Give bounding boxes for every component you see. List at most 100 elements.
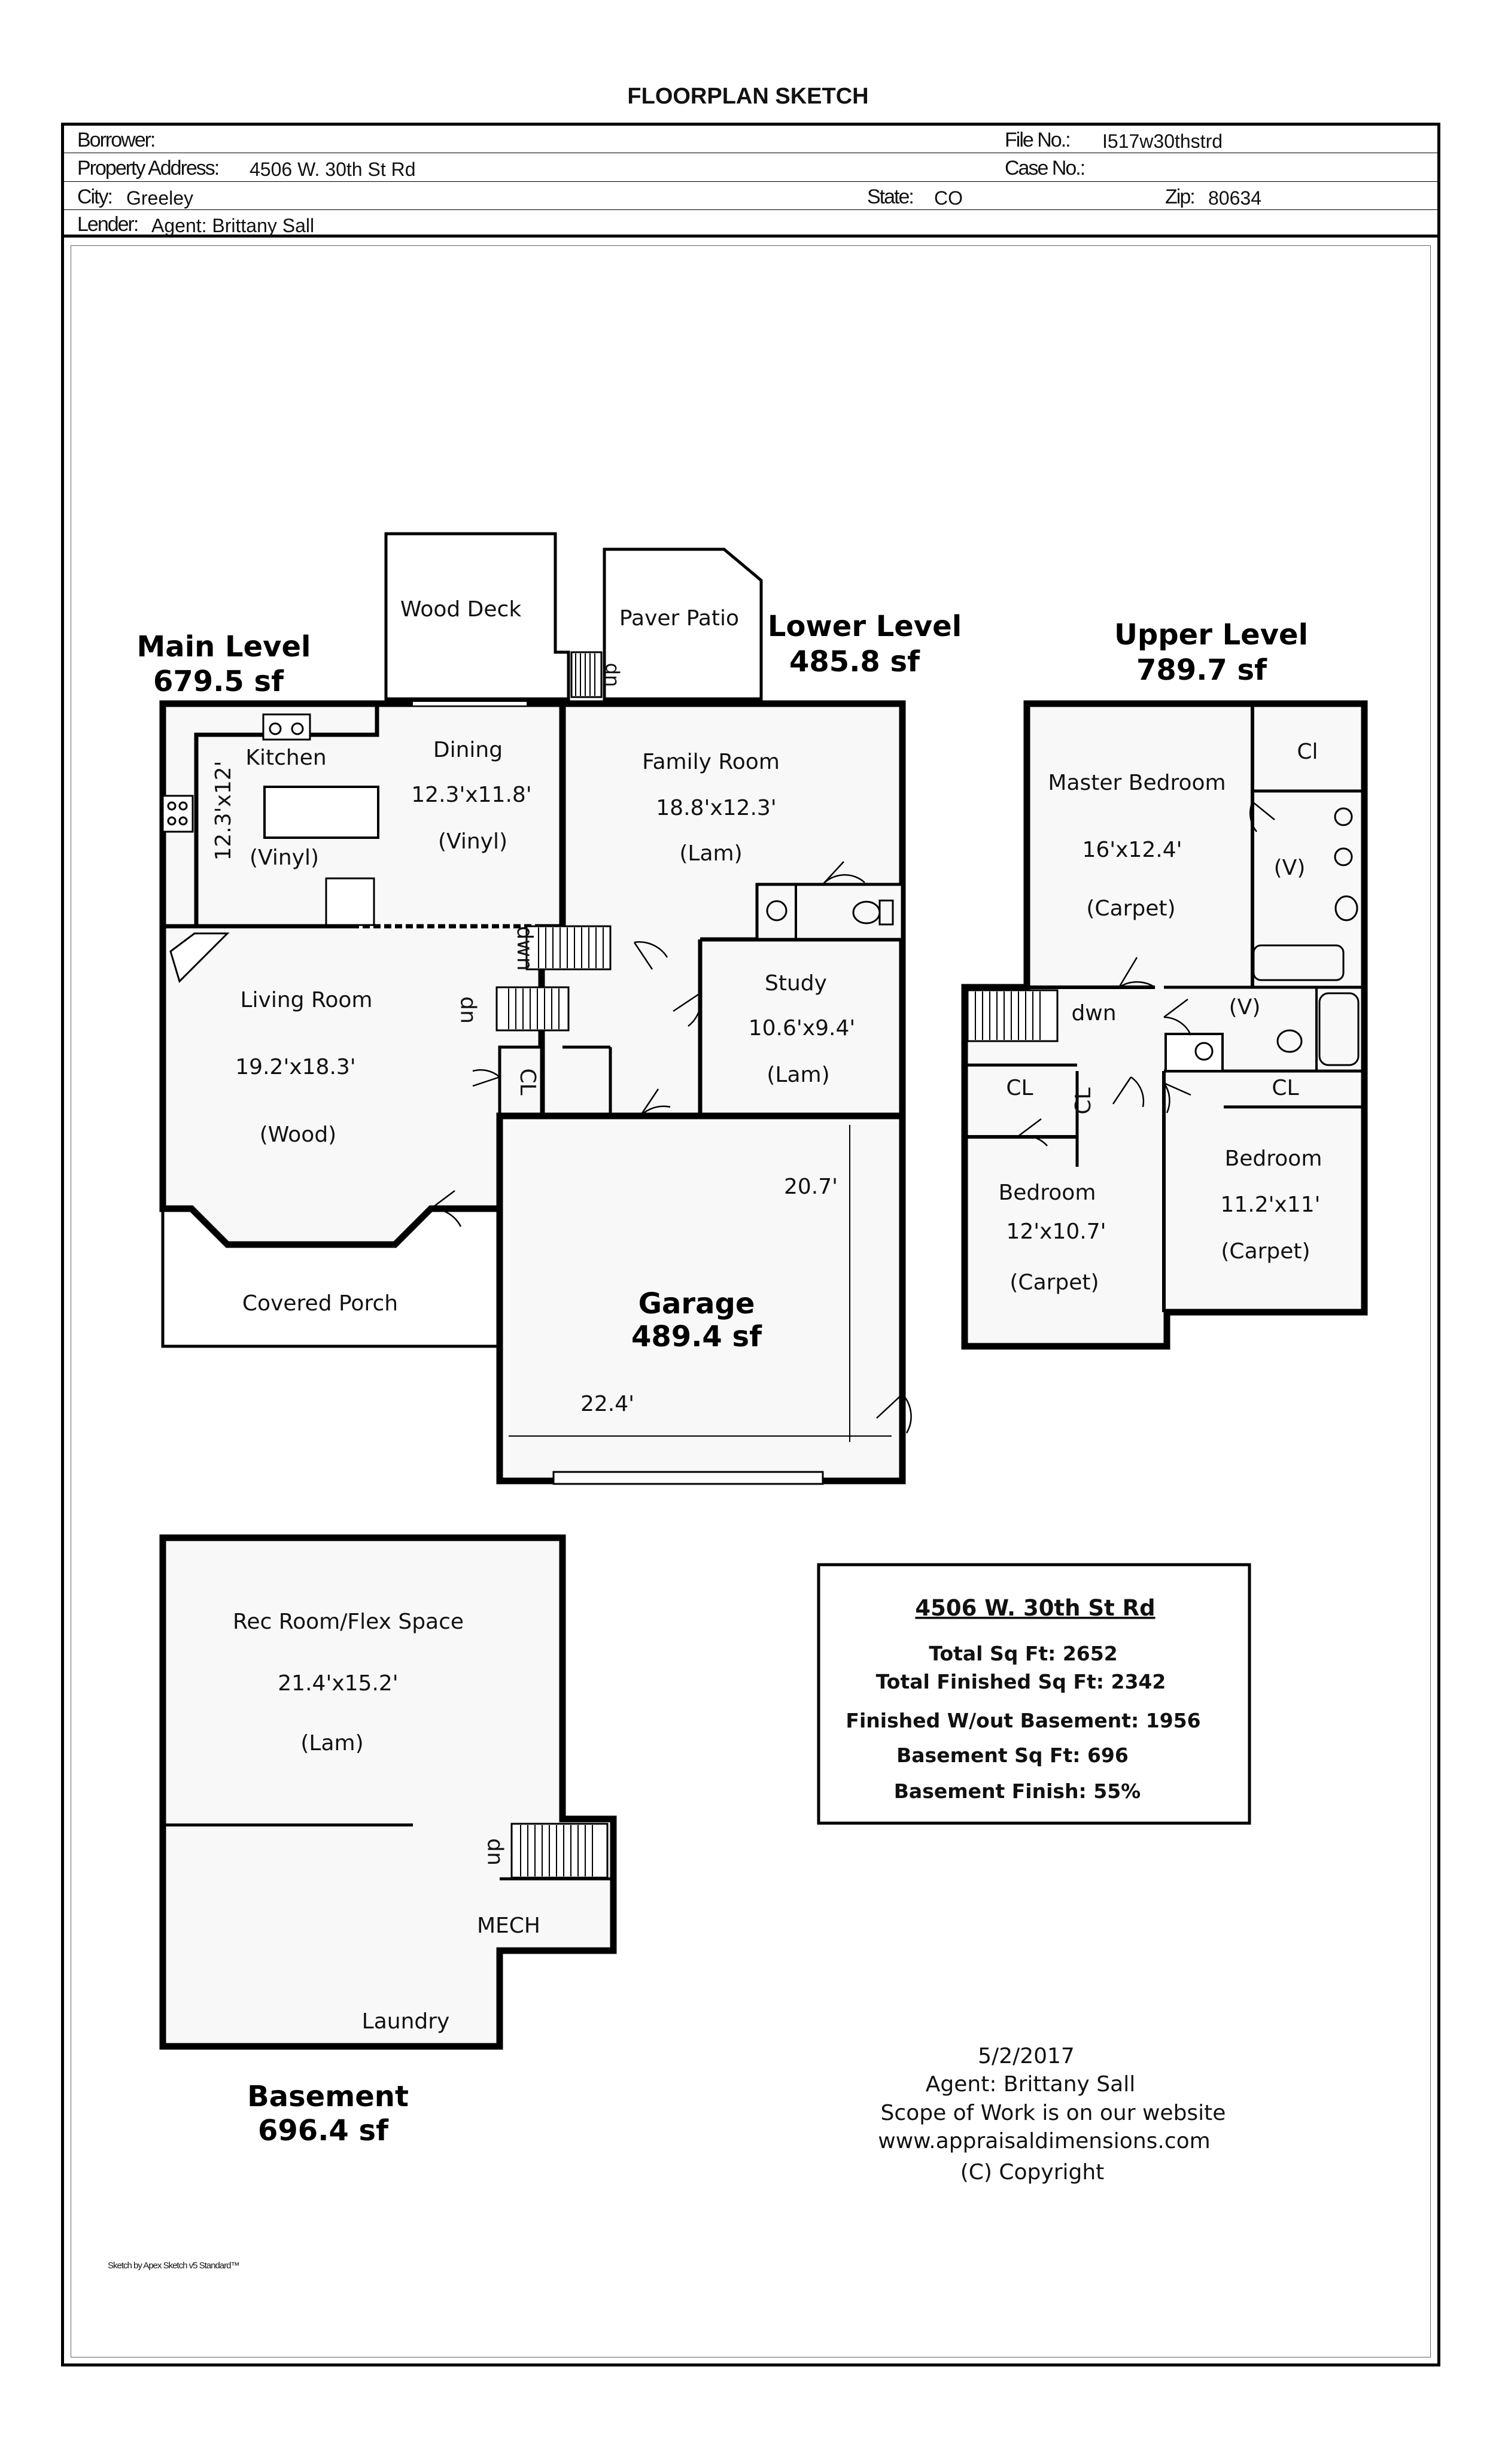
sketch-inner-frame: [71, 245, 1431, 2357]
rec-name: Rec Room/Flex Space: [233, 1610, 464, 1634]
basement-outline: [159, 1534, 617, 2050]
wood-deck: [384, 532, 570, 701]
study-dim: 10.6'x9.4': [749, 1016, 856, 1041]
header-divider: [64, 181, 1437, 182]
burner: [178, 816, 188, 826]
bedroom2-closet-label: CL: [1006, 1076, 1033, 1100]
paver-patio-label: Paver Patio: [619, 606, 739, 631]
master-tub: [1252, 944, 1345, 981]
borrower-label: Borrower:: [77, 129, 156, 151]
stairs-up: [495, 986, 570, 1032]
state-label: State:: [867, 185, 914, 208]
lower-level-name: Lower Level: [768, 610, 962, 643]
file-value: I517w30thstrd: [1102, 130, 1223, 152]
kitchen-dim: 12.3'x12': [211, 761, 236, 860]
family-name: Family Room: [642, 750, 780, 774]
fireplace: [169, 932, 230, 983]
city-value: Greeley: [126, 187, 194, 209]
laundry-label: Laundry: [362, 2009, 450, 2034]
stairs-dwn-label: dwn: [512, 926, 537, 971]
address-value: 4506 W. 30th St Rd: [250, 159, 416, 180]
kitchen-floor: (Vinyl): [250, 845, 319, 870]
garage-width-label: 22.4': [580, 1392, 634, 1416]
bedroom3-name: Bedroom: [1225, 1146, 1322, 1171]
rec-floor: (Lam): [300, 1731, 363, 1756]
dining-floor: (Vinyl): [438, 829, 507, 854]
half-bath: [755, 883, 904, 941]
stove: [162, 795, 194, 833]
hall-vanity: [1164, 1033, 1224, 1072]
living-dim: 19.2'x18.3': [235, 1055, 355, 1079]
upper-door-swings: [1017, 801, 1275, 1146]
dining-name: Dining: [433, 738, 503, 762]
toilet-tank: [878, 899, 894, 926]
main-level-name: Main Level: [137, 630, 311, 664]
family-dim: 18.8'x12.3': [656, 796, 776, 820]
hall-vanity-label: (V): [1229, 995, 1261, 1020]
family-floor: (Lam): [679, 841, 742, 866]
city-label: City:: [77, 185, 113, 208]
hall-tub: [1318, 992, 1360, 1066]
master-name: Master Bedroom: [1048, 771, 1226, 795]
lender-value: Agent: Brittany Sall: [151, 215, 315, 236]
kitchen-name: Kitchen: [245, 746, 326, 770]
property-header: Borrower: File No.: I517w30thstrd Proper…: [61, 123, 1440, 238]
basement-stair-treads: [520, 1825, 593, 1876]
summary-basement: Basement Sq Ft: 696: [896, 1744, 1129, 1767]
main-level-area: 679.5 sf: [153, 665, 284, 698]
file-label: File No.:: [1005, 129, 1071, 151]
software-credit: Sketch by Apex Sketch v5 Standard™: [108, 2261, 239, 2271]
basement-name: Basement: [247, 2080, 409, 2113]
master-sink: [1334, 847, 1353, 866]
summary-wo-basement: Finished W/out Basement: 1956: [846, 1709, 1200, 1732]
bath-sink: [766, 900, 787, 921]
upper-level-area: 789.7 sf: [1136, 653, 1267, 687]
summary-basement-finish: Basement Finish: 55%: [894, 1779, 1141, 1803]
master-floor: (Carpet): [1086, 896, 1175, 921]
study-name: Study: [765, 971, 827, 996]
burner: [178, 801, 188, 811]
summary-total: Total Sq Ft: 2652: [929, 1642, 1117, 1665]
upper-stair-treads: [975, 991, 1041, 1040]
upper-stairs: [966, 989, 1059, 1042]
zip-value: 80634: [1208, 187, 1261, 209]
refrigerator: [325, 877, 375, 926]
hall-sink: [1194, 1042, 1214, 1061]
stairs-up-label: up: [454, 996, 478, 1024]
main-stair-treads: [508, 927, 604, 1029]
bedroom2-floor: (Carpet): [1010, 1270, 1099, 1295]
mech-label: MECH: [477, 1914, 540, 1938]
garage-depth-label: 20.7': [784, 1175, 838, 1199]
case-label: Case No.:: [1005, 157, 1085, 180]
lower-level-area: 485.8 sf: [789, 645, 920, 679]
garage-name: Garage: [638, 1287, 755, 1321]
zip-label: Zip:: [1165, 185, 1196, 208]
basement-up-label: up: [481, 1838, 505, 1866]
bedroom3-floor: (Carpet): [1221, 1239, 1310, 1264]
master-closet-label: Cl: [1297, 740, 1318, 764]
master-dim: 16'x12.4': [1082, 838, 1182, 862]
burner: [167, 816, 177, 826]
upper-level-name: Upper Level: [1114, 618, 1308, 652]
closet-label: CL: [515, 1068, 540, 1095]
state-value: CO: [934, 187, 963, 209]
upper-level-outline: [961, 700, 1368, 1350]
sink-bowl: [291, 722, 304, 735]
closet: [498, 1045, 543, 1118]
wood-deck-label: Wood Deck: [400, 597, 521, 622]
sketch-frame: [61, 238, 1440, 2366]
bedroom3-closet-label: CL: [1272, 1076, 1299, 1100]
sketch-date: 5/2/2017: [978, 2044, 1075, 2068]
agent-name: Agent: Brittany Sall: [926, 2072, 1135, 2097]
bedroom2-name: Bedroom: [999, 1181, 1096, 1205]
covered-porch-label: Covered Porch: [242, 1291, 398, 1316]
dining-dim: 12.3'x11.8': [411, 783, 531, 807]
door-swings: [430, 861, 865, 1227]
lender-label: Lender:: [77, 213, 139, 236]
header-divider: [64, 209, 1437, 210]
living-floor: (Wood): [260, 1123, 336, 1147]
burner: [167, 801, 177, 811]
summary-box: [817, 1563, 1251, 1825]
bedroom3-dim: 11.2'x11': [1220, 1193, 1320, 1217]
address-label: Property Address:: [77, 157, 220, 180]
